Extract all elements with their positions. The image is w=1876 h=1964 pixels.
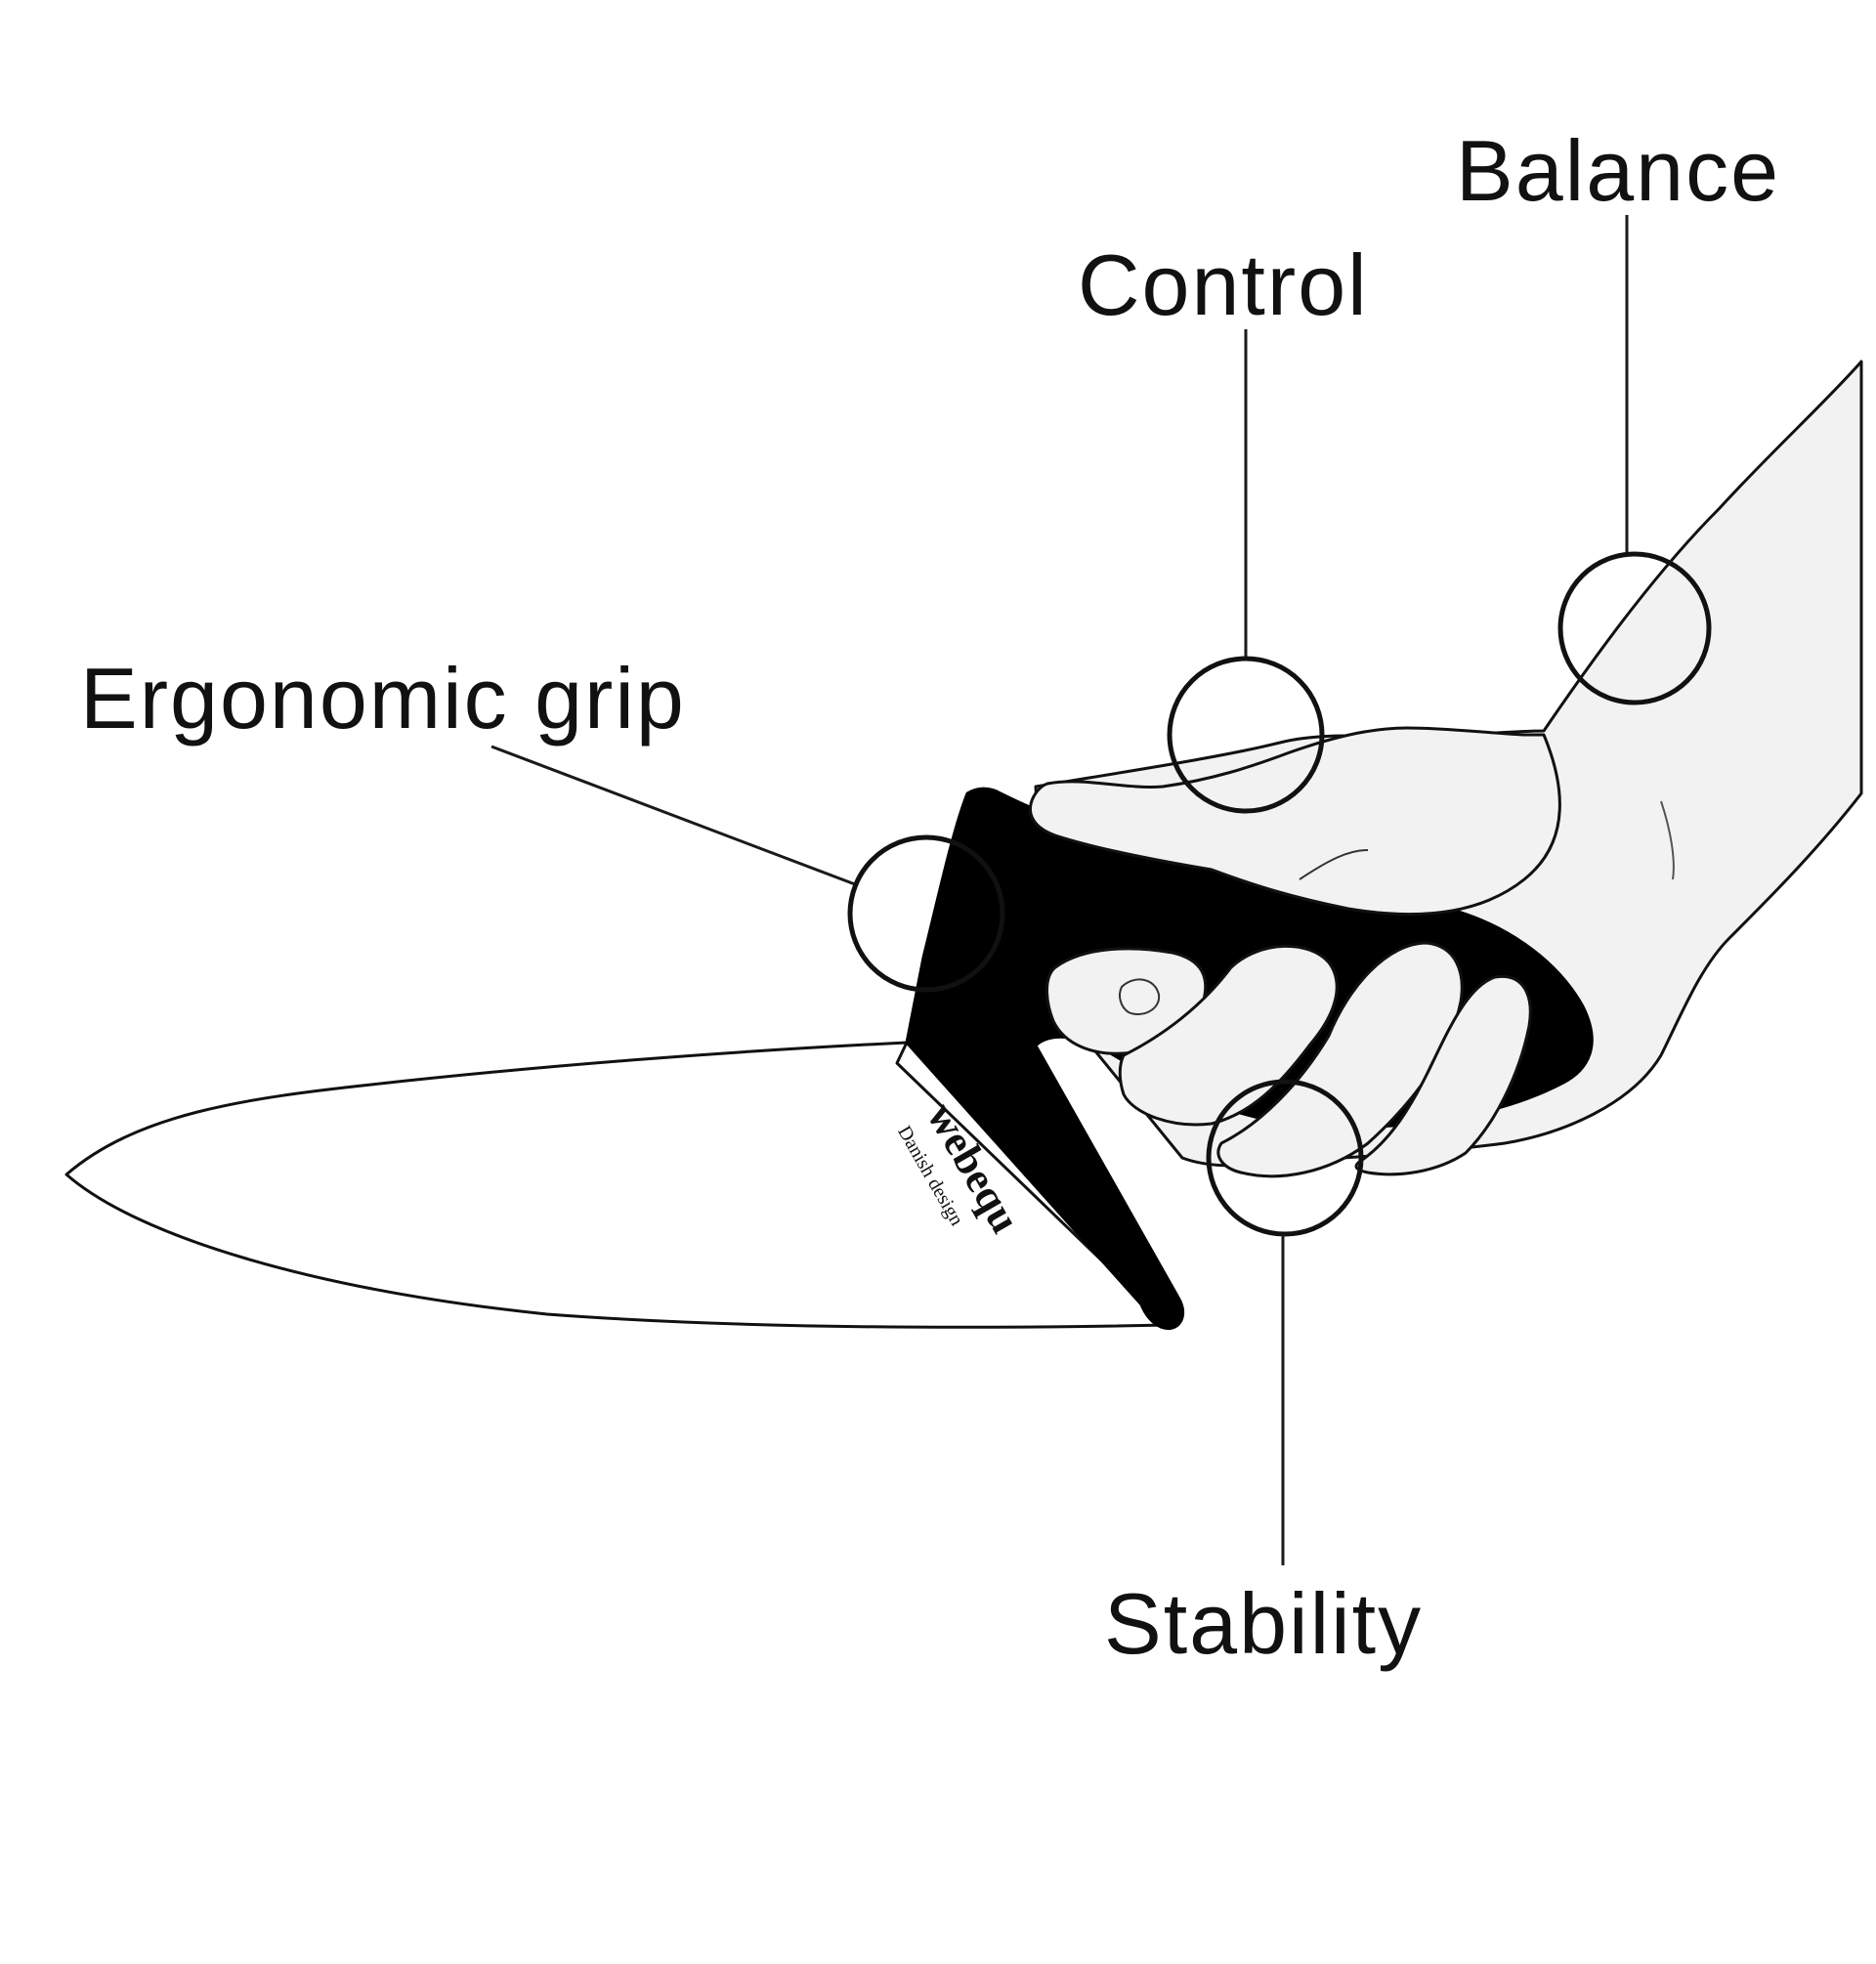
wrist-crease xyxy=(1660,800,1675,880)
callout-control: Control xyxy=(1078,236,1369,814)
marker-ring-ergonomic-grip xyxy=(847,834,1005,993)
callout-label-stability: Stability xyxy=(1104,1575,1423,1672)
finger-little xyxy=(1354,974,1532,1176)
knife-and-hand-illustration: webequ Danish design xyxy=(64,360,1863,1331)
callout-stability: Stability xyxy=(1104,1079,1423,1672)
callout-label-balance: Balance xyxy=(1456,122,1780,219)
leader-line-ergonomic-grip xyxy=(490,745,856,886)
knuckle-crease xyxy=(1299,849,1369,880)
finger-middle xyxy=(1118,944,1339,1127)
callout-label-control: Control xyxy=(1078,236,1369,333)
marker-ring-balance xyxy=(1557,551,1712,705)
marker-ring-control xyxy=(1167,656,1325,814)
fingernail-index xyxy=(1119,978,1161,1015)
marker-ring-stability xyxy=(1206,1079,1364,1237)
callout-label-ergonomic-grip: Ergonomic grip xyxy=(80,650,686,747)
hand-thumb xyxy=(1029,726,1561,917)
knife-blade xyxy=(64,1041,1171,1329)
finger-ring xyxy=(1216,941,1464,1178)
callout-balance: Balance xyxy=(1456,122,1780,705)
callout-ergonomic-grip: Ergonomic grip xyxy=(80,650,1005,993)
